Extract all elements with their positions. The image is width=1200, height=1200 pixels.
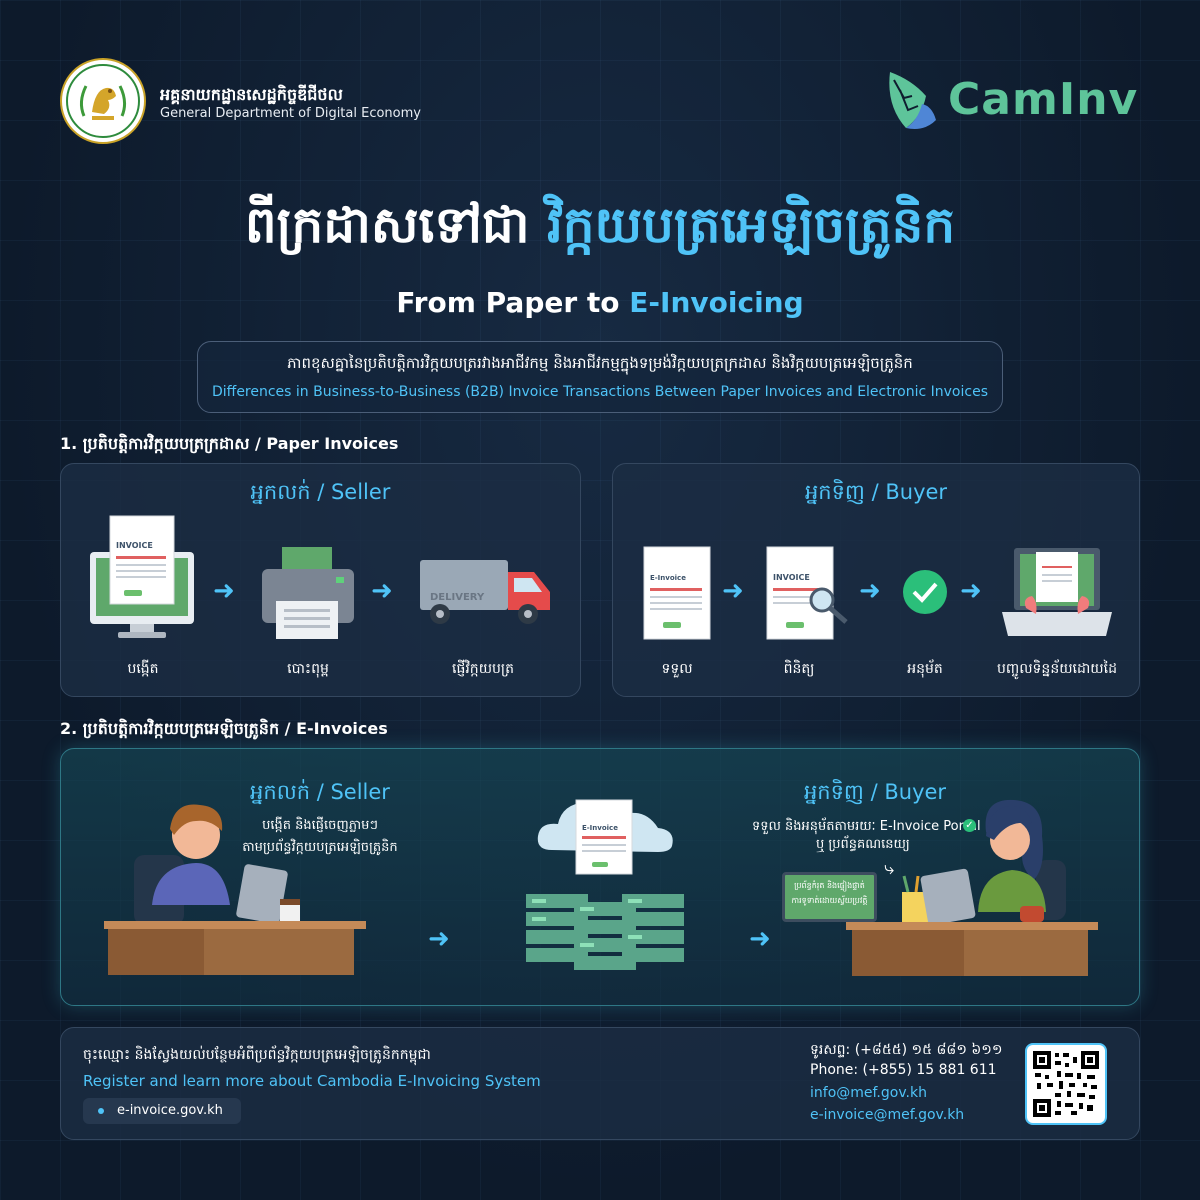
step-print: បោះពុម្ព [287,661,329,677]
delivery-truck-icon: DELIVERY [418,556,552,632]
einvoice-buyer-title: អ្នកទិញ / Buyer [803,780,947,804]
step-review: ពិនិត្យ [783,661,815,677]
website-link[interactable]: e-invoice.gov.kh [83,1098,241,1124]
delivery-label: DELIVERY [430,592,485,603]
caminv-brand: CamInv [948,74,1139,125]
qr-code-icon[interactable] [1025,1043,1107,1125]
computer-invoice-icon: INVOICE [88,514,198,646]
curved-arrow-icon: ⤷ [884,858,895,879]
seller-desc-line1: បង្កើត និងផ្ញើចេញភ្លាមៗ [262,818,378,833]
arrow-right-icon: ➜ [749,924,771,954]
einvoice-label: E-Invoice [650,574,686,582]
seller-desc-line2: តាមប្រព័ន្ធវិក្កយបត្រអេឡិចត្រូនិក [242,840,398,855]
buyer-desc-line2: ឬ ប្រព័ន្ធគណនេយ្យ [816,837,910,852]
accounting-screen: ប្រព័ន្ធកំរុត និងផ្ទៀងផ្ទាត់ ការទូទាត់ដោ… [782,872,877,922]
printer-icon [262,545,354,645]
approve-check-icon [902,569,948,619]
arrow-right-icon: ➜ [859,576,881,606]
review-invoice-label: INVOICE [773,573,810,582]
subtitle-box: ភាពខុសគ្នានៃប្រតិបត្តិការវិក្កយបត្ររវាងអ… [197,341,1003,413]
step-send: ផ្ញើវិក្កយបត្រ [452,661,514,677]
link-dot-icon [98,1108,104,1114]
email-einvoice-link[interactable]: e-invoice@mef.gov.kh [810,1107,965,1123]
footer-register-kh: ចុះឈ្មោះ និងស្វែងយល់បន្ថែមអំពីប្រព័ន្ធវិ… [83,1047,431,1063]
subtitle-kh: ភាពខុសគ្នានៃប្រតិបត្តិការវិក្កយបត្ររវាងអ… [287,354,913,372]
arrow-right-icon: ➜ [371,576,393,606]
phone-kh: ទូរសព្ទ: (+៨៥៥) ១៥ ៨៨១ ៦១១ [810,1042,1003,1058]
email-info-link[interactable]: info@mef.gov.kh [810,1085,927,1101]
department-name-en: General Department of Digital Economy [160,106,421,121]
phone-en: Phone: (+855) 15 881 611 [810,1062,997,1078]
title-kh: ពីក្រដាសទៅជា វិក្កយបត្រអេឡិចត្រូនិក [0,194,1200,267]
cloud-doc-label: E-Invoice [582,824,618,832]
buyer-at-desk-illustration [846,796,1098,984]
caminv-leaf-icon [882,66,942,136]
paper-buyer-title: អ្នកទិញ / Buyer [804,480,948,504]
einvoice-seller-title: អ្នកលក់ / Seller [250,780,390,804]
title-kh-part2: វិក្កយបត្រអេឡិចត្រូនិក [546,196,956,254]
cloud-server-illustration: E-Invoice [526,786,686,980]
footer-register-en: Register and learn more about Cambodia E… [83,1072,541,1090]
received-invoice-icon: E-Invoice [643,546,711,644]
paper-section-heading: 1. ប្រតិបត្តិការវិក្កយបត្រក្រដាស / Paper… [60,434,399,453]
arrow-right-icon: ➜ [213,576,235,606]
manual-entry-laptop-icon [1002,546,1112,644]
step-create: បង្កើត [127,661,159,677]
title-en-part2: E-Invoicing [629,286,804,319]
step-receive: ទទួល [661,661,693,677]
title-en-part1: From Paper to [396,286,630,319]
paper-seller-title: អ្នកលក់ / Seller [250,480,391,504]
review-invoice-icon: INVOICE [766,546,850,646]
title-en: From Paper to E-Invoicing [0,286,1200,319]
step-manual-entry: បញ្ចូលទិន្នន័យដោយដៃ [997,661,1117,677]
invoice-label: INVOICE [116,541,153,550]
seller-at-desk-illustration [104,795,366,984]
step-approve: អនុម័ត [907,661,943,677]
ministry-logo [60,58,146,144]
department-name-kh: អគ្គនាយកដ្ឋានសេដ្ឋកិច្ចឌីជីថល [160,85,343,104]
buyer-desc-line1: ទទួល និងអនុម័តតាមរយៈ E-Invoice Portal [752,819,981,834]
einvoice-section-heading: 2. ប្រតិបត្តិការវិក្កយបត្រអេឡិចត្រូនិក /… [60,719,388,738]
verified-check-icon: ✓ [963,819,976,832]
screen-line1: ប្រព័ន្ធកំរុត និងផ្ទៀងផ្ទាត់ [794,881,865,890]
screen-line2: ការទូទាត់ដោយស្វ័យប្រវត្តិ [791,896,868,905]
arrow-right-icon: ➜ [428,924,450,954]
arrow-right-icon: ➜ [722,576,744,606]
subtitle-en: Differences in Business-to-Business (B2B… [212,384,988,400]
title-kh-part1: ពីក្រដាសទៅជា [244,196,547,254]
arrow-right-icon: ➜ [960,576,982,606]
